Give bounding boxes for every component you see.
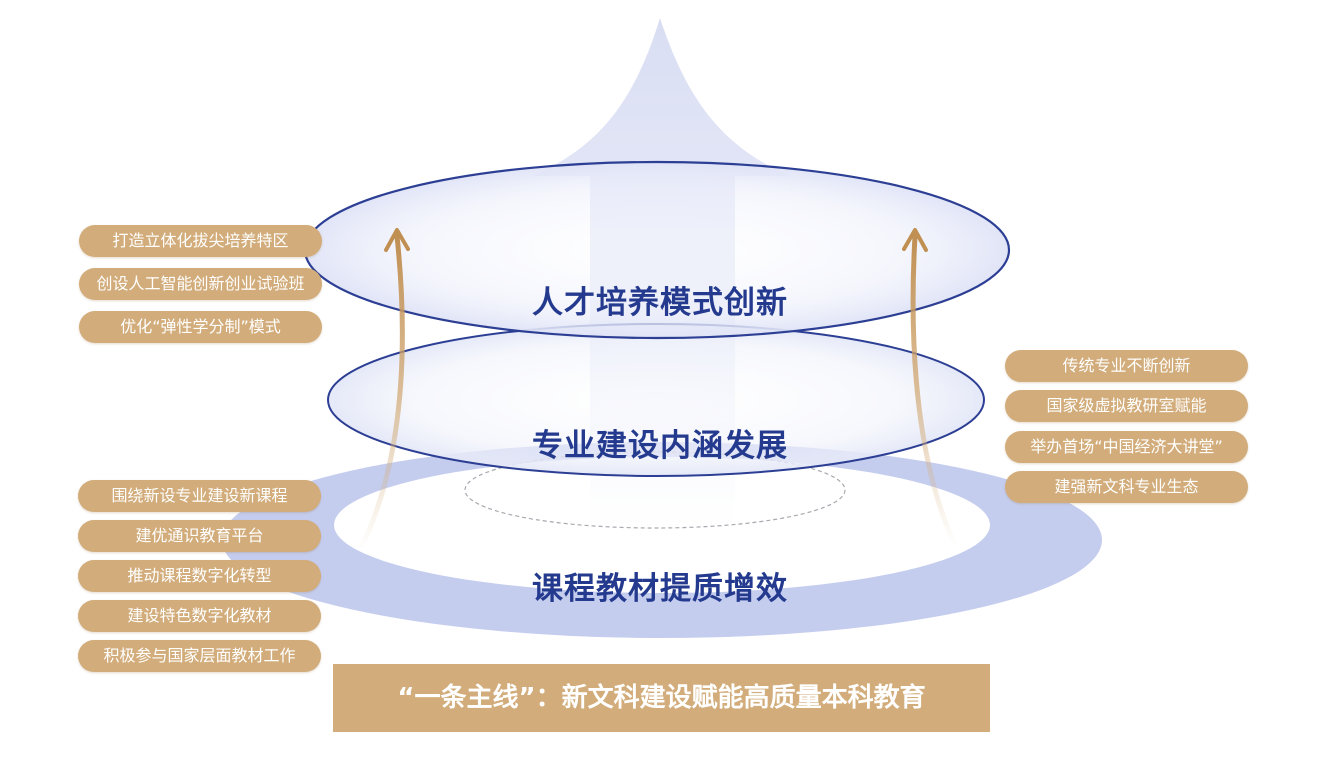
level-title-top: 人才培养模式创新	[532, 285, 788, 321]
pill-right-3: 举办首场“中国经济大讲堂”	[1005, 431, 1248, 463]
pill-left-lower-1: 围绕新设专业建设新课程	[78, 480, 321, 512]
left-gold-arrow	[357, 228, 410, 553]
pill-right-2: 国家级虚拟教研室赋能	[1005, 390, 1248, 422]
pill-left-lower-5: 积极参与国家层面教材工作	[78, 640, 321, 672]
right-gold-arrow	[902, 228, 958, 548]
pill-left-upper-2: 创设人工智能创新创业试验班	[79, 268, 322, 300]
level-title-bottom: 课程教材提质增效	[532, 571, 788, 607]
level-title-middle: 专业建设内涵发展	[532, 428, 788, 464]
pill-right-1: 传统专业不断创新	[1005, 350, 1248, 382]
pill-right-4: 建强新文科专业生态	[1005, 471, 1248, 503]
pill-left-lower-2: 建优通识教育平台	[78, 520, 321, 552]
pill-left-lower-3: 推动课程数字化转型	[78, 560, 321, 592]
pill-left-lower-4: 建设特色数字化教材	[78, 600, 321, 632]
pill-left-upper-3: 优化“弹性学分制”模式	[79, 311, 322, 343]
main-line-banner: “一条主线”：新文科建设赋能高质量本科教育	[333, 664, 990, 732]
pill-left-upper-1: 打造立体化拔尖培养特区	[79, 225, 322, 257]
